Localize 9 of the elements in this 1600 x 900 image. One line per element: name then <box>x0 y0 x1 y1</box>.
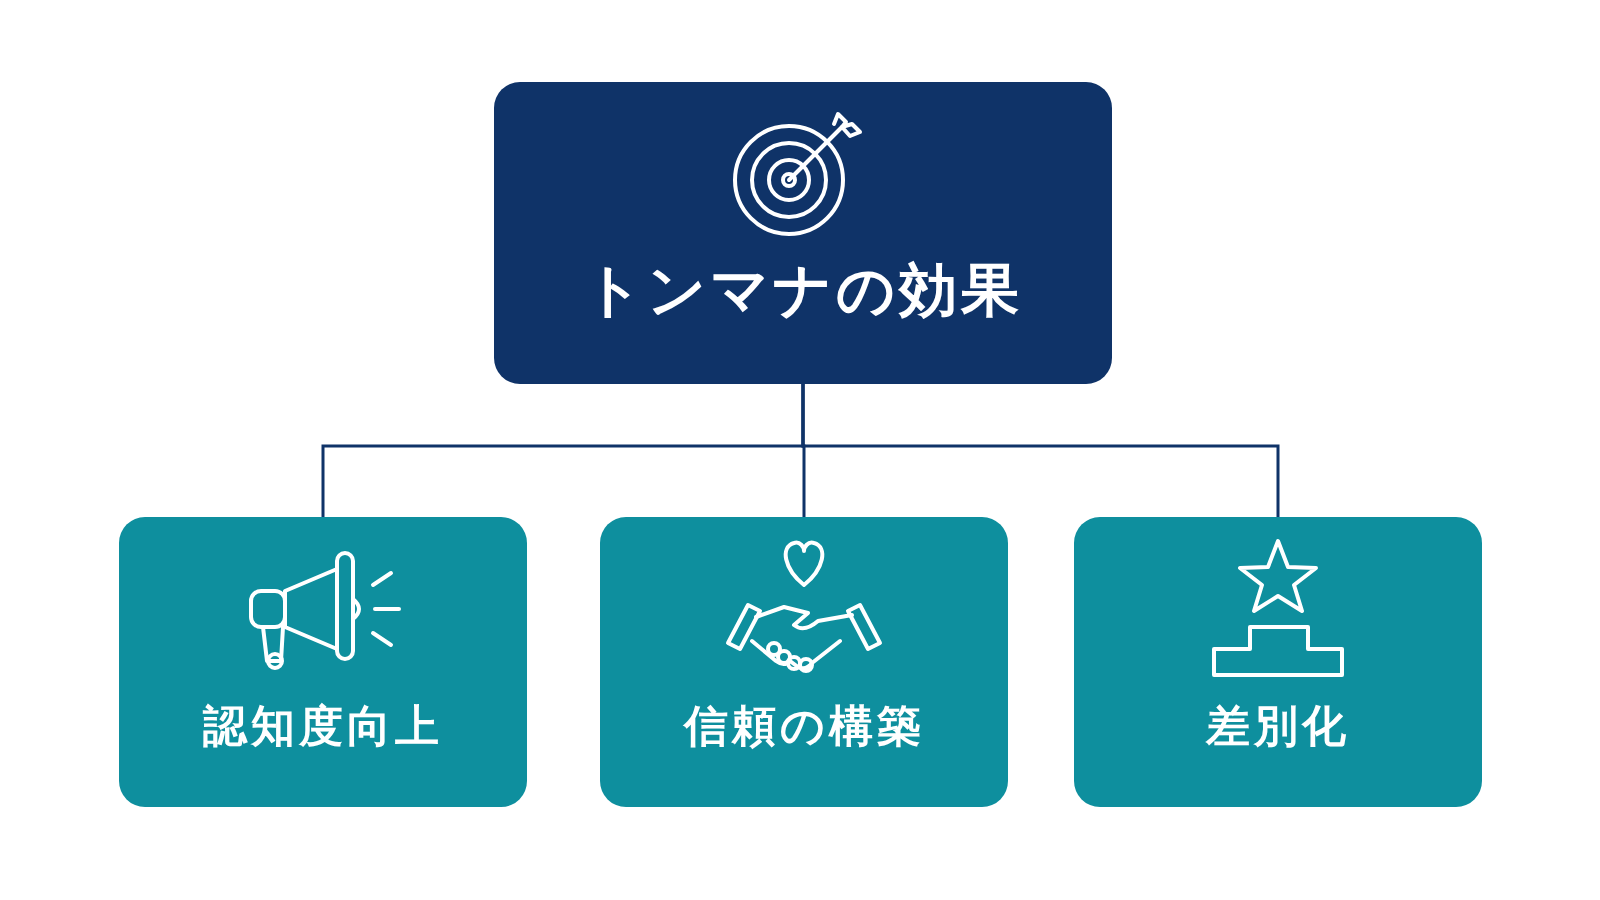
effect-box <box>1074 517 1482 807</box>
connector-line <box>801 384 1280 517</box>
effect-label: 差別化 <box>1206 700 1350 751</box>
box-heading: トンマナの効果 <box>583 256 1023 324</box>
effect-label: 信頼の構築 <box>683 700 925 751</box>
title-box <box>494 82 1112 384</box>
effect-label: 認知度向上 <box>203 700 443 751</box>
effect-box <box>600 517 1008 807</box>
effect-box <box>119 517 527 807</box>
